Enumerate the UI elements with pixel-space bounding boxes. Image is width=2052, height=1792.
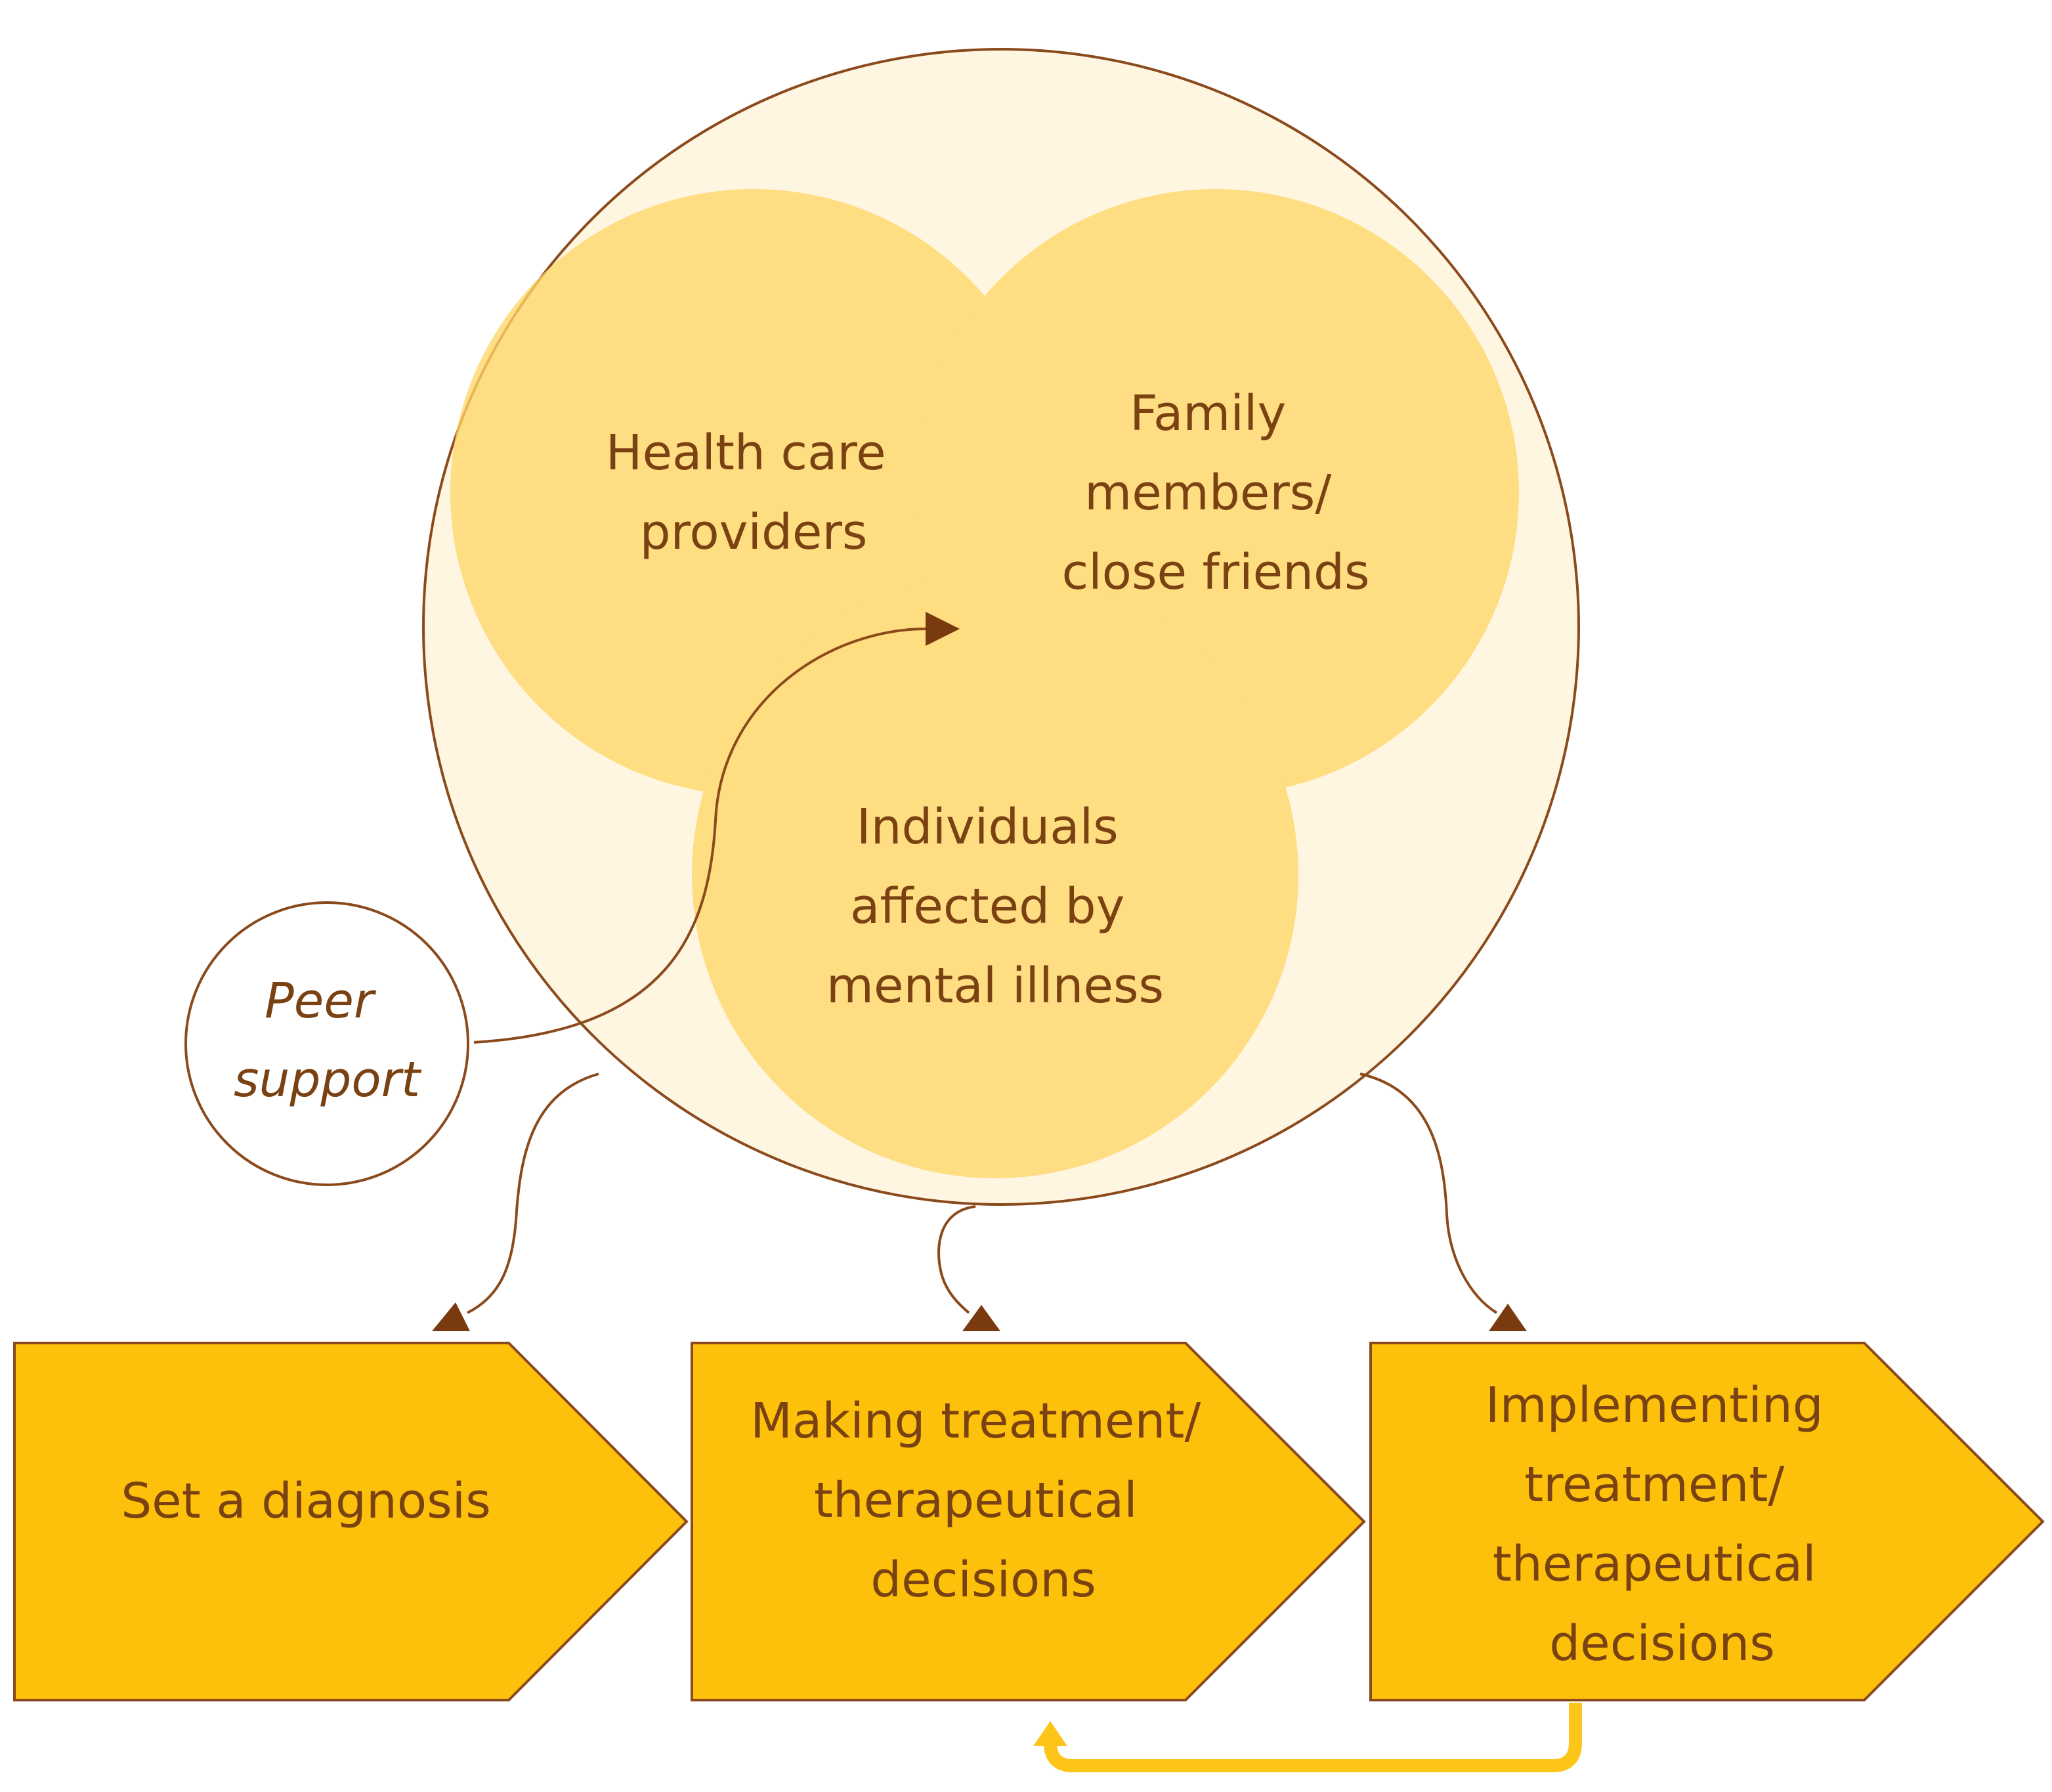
step-label-making-decisions: Making treatment/ therapeutical decision…: [750, 1393, 1216, 1608]
step-label-making-line3: decisions: [870, 1552, 1096, 1608]
arrow-to-diagnosis: [467, 1073, 599, 1314]
label-peer-support: Peer support: [234, 973, 422, 1108]
step-label-implementing-line4: decisions: [1549, 1615, 1775, 1672]
peer-support-circle: [184, 901, 469, 1186]
label-individuals-line1: Individuals: [857, 799, 1119, 855]
label-individuals-line2: affected by: [850, 878, 1124, 935]
step-box-implementing: [1369, 1342, 2045, 1701]
step-box-making-decisions: [691, 1342, 1366, 1701]
arrow-to-making-decisions-head: [962, 1305, 1000, 1331]
label-individuals: Individuals affected by mental illness: [826, 799, 1164, 1014]
peer-support-arrowhead: [926, 612, 960, 646]
arrow-to-making-decisions: [937, 1205, 976, 1314]
label-health-care: Health care providers: [606, 425, 901, 561]
feedback-loop-arrow: [1044, 1703, 1582, 1772]
label-health-care-line1: Health care: [606, 425, 886, 481]
step-label-implementing-line3: therapeutical: [1493, 1536, 1816, 1592]
label-family-line1: Family: [1130, 385, 1286, 442]
label-family: Family members/ close friends: [1061, 385, 1369, 601]
feedback-loop-arrowhead: [1033, 1721, 1067, 1746]
venn-circle-individuals: [692, 572, 1298, 1178]
label-family-line2: members/: [1084, 465, 1331, 521]
label-peer-support-line1: Peer: [265, 973, 377, 1029]
label-individuals-line3: mental illness: [826, 958, 1164, 1014]
step-label-making-line1: Making treatment/: [750, 1393, 1201, 1449]
step-box-diagnosis: [13, 1342, 689, 1701]
step-label-making-line2: therapeutical: [814, 1472, 1138, 1529]
step-label-diagnosis: Set a diagnosis: [121, 1473, 491, 1529]
arrow-to-diagnosis-head: [432, 1302, 470, 1331]
label-family-line3: close friends: [1061, 544, 1369, 601]
step-label-implementing: Implementing treatment/ therapeutical de…: [1486, 1377, 1839, 1672]
arrow-to-implementing-head: [1489, 1304, 1527, 1331]
step-label-implementing-line1: Implementing: [1486, 1377, 1824, 1434]
step-label-diagnosis-line1: Set a diagnosis: [121, 1473, 491, 1529]
label-peer-support-line2: support: [234, 1052, 422, 1108]
label-health-care-line2: providers: [640, 504, 868, 561]
peer-support-arrow: [473, 627, 933, 1044]
arrow-to-implementing: [1359, 1073, 1498, 1314]
step-label-implementing-line2: treatment/: [1524, 1457, 1784, 1513]
